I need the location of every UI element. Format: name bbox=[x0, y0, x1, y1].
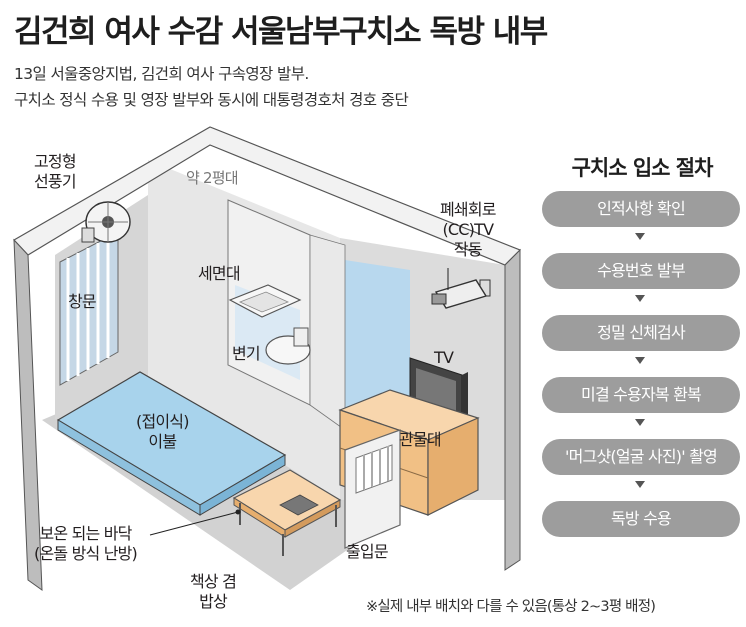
room-size-label: 약 2평대 bbox=[186, 169, 239, 187]
floor-pointer-dot bbox=[235, 509, 241, 515]
desk-label-line-2: 밥상 bbox=[199, 592, 228, 611]
step-1: 인적사항 확인 bbox=[542, 191, 740, 227]
step-arrow-4 bbox=[635, 419, 645, 426]
fan-label-line-2: 선풍기 bbox=[34, 172, 77, 191]
step-3: 정밀 신체검사 bbox=[542, 315, 740, 351]
bedding-icon bbox=[56, 371, 287, 516]
step-arrow-3 bbox=[635, 357, 645, 364]
right-wall-front bbox=[504, 248, 521, 571]
step-arrow-5 bbox=[635, 481, 645, 488]
cctv-label-line-2: (CC)TV bbox=[442, 220, 494, 239]
bedding-label-line-1: (접이식) bbox=[136, 412, 189, 431]
tv-label: TV bbox=[434, 348, 454, 367]
door-label: 출입문 bbox=[346, 542, 389, 561]
cctv-label: 폐쇄회로 (CC)TV 작동 bbox=[440, 200, 496, 260]
cctv-icon bbox=[431, 279, 491, 309]
left-wall-front bbox=[13, 238, 43, 592]
subtitle-line-2: 구치소 정식 수용 및 영장 발부와 동시에 대통령경호처 경호 중단 bbox=[14, 91, 409, 109]
sink-label: 세면대 bbox=[198, 264, 241, 283]
step-5: '머그샷(얼굴 사진)' 촬영 bbox=[542, 439, 740, 475]
fan-label: 고정형 선풍기 bbox=[34, 152, 77, 192]
leader-lines bbox=[149, 268, 449, 536]
window-label: 창문 bbox=[68, 292, 97, 311]
partition-edge bbox=[309, 234, 346, 431]
step-6: 독방 수용 bbox=[542, 501, 740, 537]
toilet-label: 변기 bbox=[232, 344, 261, 363]
toilet-tank bbox=[293, 327, 309, 347]
desk-label-line-1: 책상 겸 bbox=[190, 572, 237, 591]
cctv-label-line-1: 폐쇄회로 bbox=[440, 200, 496, 219]
fan-label-line-1: 고정형 bbox=[34, 152, 77, 171]
floor-label: 보온 되는 바닥 (온돌 방식 난방) bbox=[34, 524, 138, 564]
desk-icon bbox=[232, 469, 342, 556]
cabinet-label: 관물대 bbox=[399, 430, 442, 449]
bedding-label-line-2: 이불 bbox=[148, 432, 177, 451]
floor-label-line-2: (온돌 방식 난방) bbox=[34, 544, 138, 563]
step-arrow-1 bbox=[635, 233, 645, 240]
window-bars bbox=[66, 238, 110, 381]
step-2: 수용번호 발부 bbox=[542, 253, 740, 289]
bedding-label: (접이식) 이불 bbox=[136, 412, 189, 452]
door-icon bbox=[344, 429, 401, 549]
floor-label-line-1: 보온 되는 바닥 bbox=[39, 524, 132, 543]
fan-icon bbox=[81, 201, 131, 243]
procedure-title: 구치소 입소 절차 bbox=[571, 156, 714, 180]
step-arrow-2 bbox=[635, 295, 645, 302]
page-title: 김건희 여사 수감 서울남부구치소 독방 내부 bbox=[14, 14, 548, 50]
subtitle-line-1: 13일 서울중앙지법, 김건희 여사 구속영장 발부. bbox=[14, 65, 309, 83]
footnote: ※실제 내부 배치와 다를 수 있음(통상 2~3평 배정) bbox=[366, 599, 656, 615]
desk-label: 책상 겸 밥상 bbox=[190, 572, 237, 612]
step-4: 미결 수용자복 환복 bbox=[542, 377, 740, 413]
cctv-label-line-3: 작동 bbox=[453, 240, 483, 259]
sink-basin bbox=[238, 291, 290, 313]
